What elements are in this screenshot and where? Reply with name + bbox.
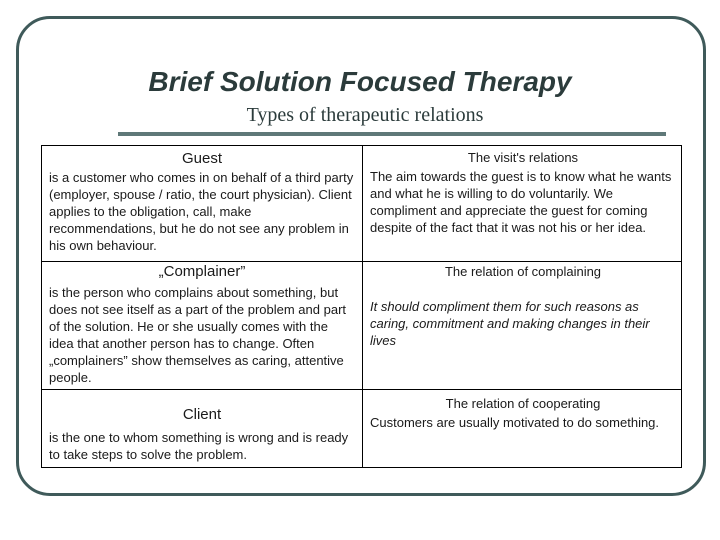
- cell-heading: The relation of complaining: [444, 264, 602, 279]
- cell-heading: Client: [182, 406, 222, 423]
- cell-heading: The relation of cooperating: [445, 396, 601, 411]
- slide-subtitle: Types of therapeutic relations: [246, 104, 484, 126]
- relations-table: [41, 145, 682, 468]
- cell-text: It should compliment them for such reaso…: [370, 299, 650, 348]
- cell-heading: The visit's relations: [467, 150, 579, 165]
- table-cell-visit-relations: The visit's relations The aim towards th…: [370, 149, 676, 236]
- cell-heading: Guest: [181, 150, 223, 167]
- cell-text: is a customer who comes in on behalf of …: [49, 170, 354, 253]
- table-row-divider: [41, 389, 682, 390]
- table-cell-guest: Guest is a customer who comes in on beha…: [49, 150, 355, 254]
- cell-text: The aim towards the guest is to know wha…: [370, 169, 672, 235]
- cell-text: is the one to whom something is wrong an…: [49, 430, 349, 462]
- table-column-divider: [362, 145, 363, 468]
- table-row-divider: [41, 261, 682, 262]
- slide-frame: [16, 16, 706, 496]
- table-cell-complainer: „Complainer” is the person who complains…: [49, 263, 355, 386]
- table-cell-complaining-relation: The relation of complaining It should co…: [370, 263, 676, 349]
- slide-title: Brief Solution Focused Therapy: [148, 66, 572, 97]
- cell-text: Customers are usually motivated to do so…: [370, 415, 660, 430]
- cell-text: is the person who complains about someth…: [49, 285, 347, 385]
- title-divider: [118, 132, 666, 136]
- table-cell-cooperating-relation: The relation of cooperating Customers ar…: [370, 395, 676, 431]
- table-cell-client: Client is the one to whom something is w…: [49, 406, 355, 463]
- cell-heading: „Complainer”: [158, 263, 246, 280]
